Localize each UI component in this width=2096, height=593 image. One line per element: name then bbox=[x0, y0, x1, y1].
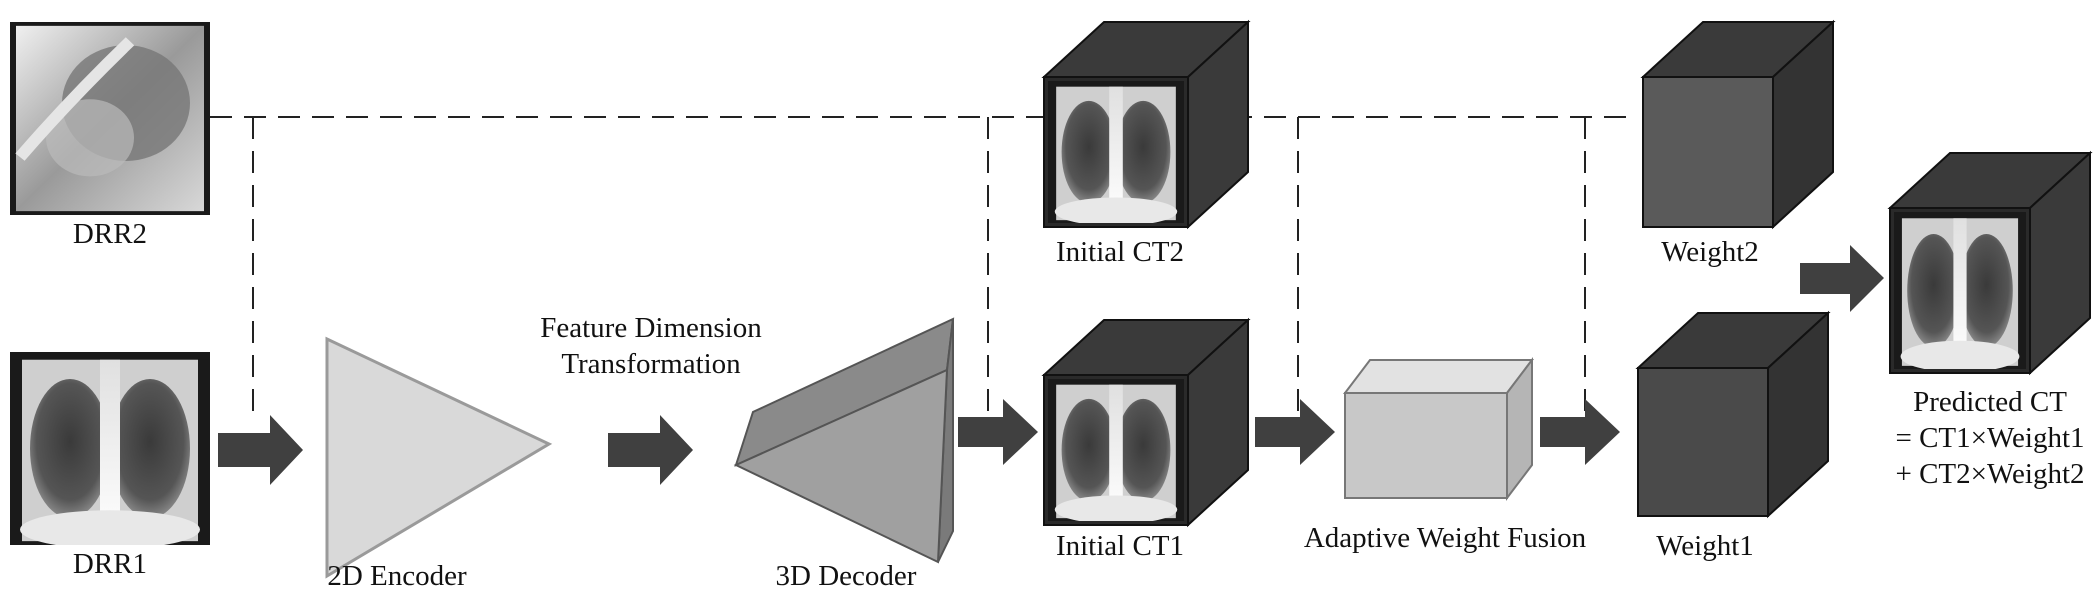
arrow-right-icon bbox=[1255, 399, 1335, 465]
drr1-label: DRR1 bbox=[72, 548, 148, 580]
predicted-label-line1: Predicted CT bbox=[1913, 386, 2067, 418]
weight1-label: Weight1 bbox=[1656, 530, 1754, 562]
decoder-shape bbox=[733, 317, 955, 564]
ct1-label: Initial CT1 bbox=[1055, 530, 1185, 562]
encoder-label: 2D Encoder bbox=[327, 560, 467, 592]
arrow-right-icon bbox=[1540, 399, 1620, 465]
decoder-label: 3D Decoder bbox=[775, 560, 917, 592]
weight2-label: Weight2 bbox=[1661, 236, 1759, 268]
fusion-box bbox=[1342, 357, 1535, 501]
arrow-right-icon bbox=[608, 415, 693, 485]
ct1-cube bbox=[1041, 317, 1251, 528]
weight2-cube bbox=[1640, 19, 1836, 230]
fusion-label: Adaptive Weight Fusion bbox=[1303, 522, 1587, 554]
arrow-right-icon bbox=[958, 399, 1038, 465]
fdt-label-line1: Feature Dimension bbox=[540, 312, 762, 344]
predicted-ct-cube bbox=[1887, 150, 2093, 376]
drr2-label: DRR2 bbox=[72, 218, 148, 250]
dashed-connectors bbox=[210, 116, 1635, 420]
drr1-image bbox=[10, 352, 210, 545]
ct2-label: Initial CT2 bbox=[1055, 236, 1185, 268]
predicted-label-line2: = CT1×Weight1 bbox=[1895, 422, 2085, 454]
drr2-image bbox=[10, 22, 210, 215]
arrow-right-icon bbox=[218, 415, 303, 485]
flow-arrows bbox=[218, 245, 1884, 485]
fdt-label-line2: Transformation bbox=[561, 348, 741, 380]
weight1-cube bbox=[1635, 310, 1831, 519]
ct2-cube bbox=[1041, 19, 1251, 230]
encoder-shape bbox=[325, 336, 553, 579]
arrow-right-icon bbox=[1800, 245, 1884, 312]
predicted-label-line3: + CT2×Weight2 bbox=[1895, 458, 2085, 490]
